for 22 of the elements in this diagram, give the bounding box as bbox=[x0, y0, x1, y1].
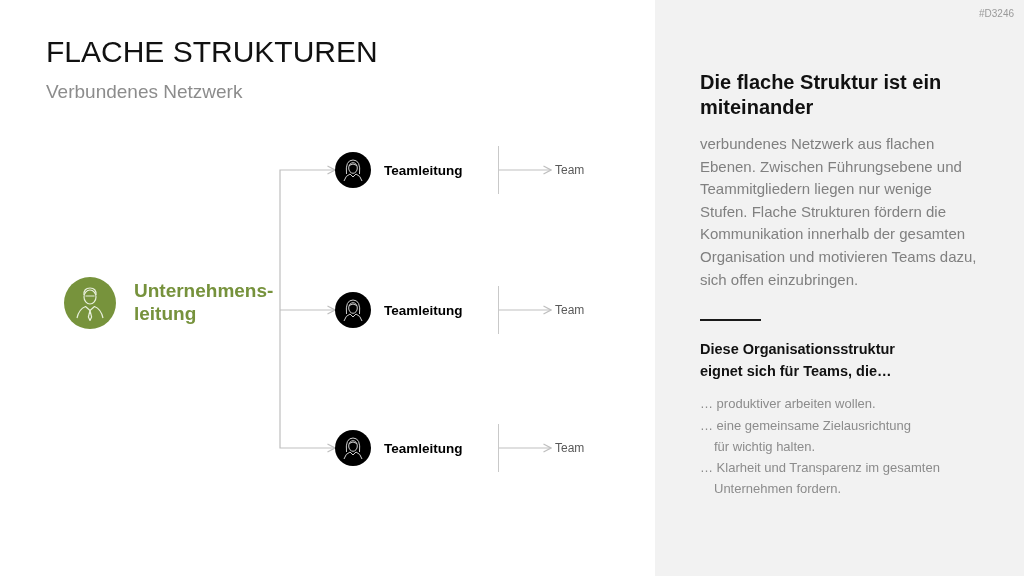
arrow bbox=[498, 305, 552, 315]
slide-code: #D3246 bbox=[979, 8, 1015, 20]
arrow bbox=[279, 165, 336, 311]
slide-title: FLACHE STRUKTUREN bbox=[46, 34, 378, 70]
list-item: … Klarheit und Transparenz im gesamten Unternehmen fordern. bbox=[700, 459, 941, 498]
subtitle: Verbundenes Netzwerk bbox=[46, 80, 243, 104]
arrow bbox=[498, 165, 552, 175]
panel-heading: Die flache Struktur ist ein miteinander bbox=[700, 70, 943, 120]
node-label: Teamleitung bbox=[384, 439, 463, 457]
arrow bbox=[279, 305, 336, 315]
arrow bbox=[498, 443, 552, 453]
team-label: Team bbox=[555, 302, 585, 318]
team-label: Team bbox=[555, 162, 585, 178]
body-text: verbundenes Netzwerk aus flachen Ebenen. Zwischen Führungsebene und Teammitgliedern liegen nur wenige Stufen. Flache Strukturen fördern die Kommunikation innerhalb der gesamten Organisation und motivieren Teams dazu, sich offen einzubringen. bbox=[700, 134, 978, 290]
node-label: Teamleitung bbox=[384, 161, 463, 179]
list-heading: Diese Organisationsstruktur eignet sich für Teams, die… bbox=[700, 340, 896, 381]
list-item: … eine gemeinsame Zielausrichtung für wichtig halten. bbox=[700, 417, 912, 456]
node-label: Teamleitung bbox=[384, 301, 463, 319]
list-item: … produktiver arbeiten wollen. bbox=[700, 395, 877, 413]
team-label: Team bbox=[555, 440, 585, 456]
node-label: Unternehmens- leitung bbox=[134, 279, 275, 325]
arrow bbox=[279, 309, 336, 453]
